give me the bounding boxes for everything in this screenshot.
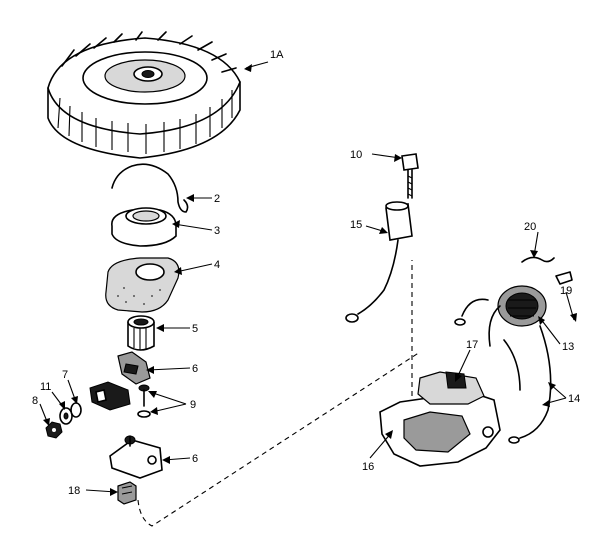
callout-1a: 1A [270, 49, 284, 61]
cam-sleeve-part [111, 207, 177, 247]
callout-18: 18 [68, 485, 80, 497]
washer-part [59, 402, 82, 425]
callout-20: 20 [524, 221, 536, 233]
points-assembly-part [89, 381, 131, 411]
screw-washer-part [137, 384, 151, 418]
flywheel-part [47, 31, 241, 159]
clip-part [555, 271, 573, 285]
mounting-plate-part [109, 435, 163, 479]
nut-part [45, 421, 63, 439]
lead-wire-part [454, 298, 552, 444]
breaker-arm-part [117, 351, 151, 385]
callout-5: 5 [192, 323, 198, 335]
callout-6-lower: 6 [192, 453, 198, 465]
assembly-path-line [137, 260, 421, 527]
leader-lines [39, 61, 577, 496]
ignition-coil-part [488, 285, 547, 347]
callout-labels: 1A 2 3 4 5 6 7 8 9 10 11 13 14 15 16 17 … [32, 49, 580, 497]
condenser-block-part [117, 481, 137, 505]
callout-2: 2 [214, 193, 220, 205]
spring-clip-part [111, 163, 189, 213]
stator-base-part [379, 371, 501, 467]
callout-7: 7 [62, 369, 68, 381]
callout-19: 19 [560, 285, 572, 297]
callout-4: 4 [214, 259, 220, 271]
callout-17: 17 [466, 339, 478, 351]
callout-14: 14 [568, 393, 580, 405]
callout-3: 3 [214, 225, 220, 237]
callout-10: 10 [350, 149, 362, 161]
gasket-part [105, 257, 180, 313]
wire-spring-part [521, 256, 555, 263]
callout-9: 9 [190, 399, 196, 411]
callout-13: 13 [562, 341, 574, 353]
bushing-part [127, 315, 155, 351]
callout-6-upper: 6 [192, 363, 198, 375]
connector-part [345, 201, 413, 323]
callout-16: 16 [362, 461, 374, 473]
bolt-part [401, 153, 419, 199]
callout-15: 15 [350, 219, 362, 231]
callout-8: 8 [32, 395, 38, 407]
callout-11: 11 [40, 381, 51, 393]
